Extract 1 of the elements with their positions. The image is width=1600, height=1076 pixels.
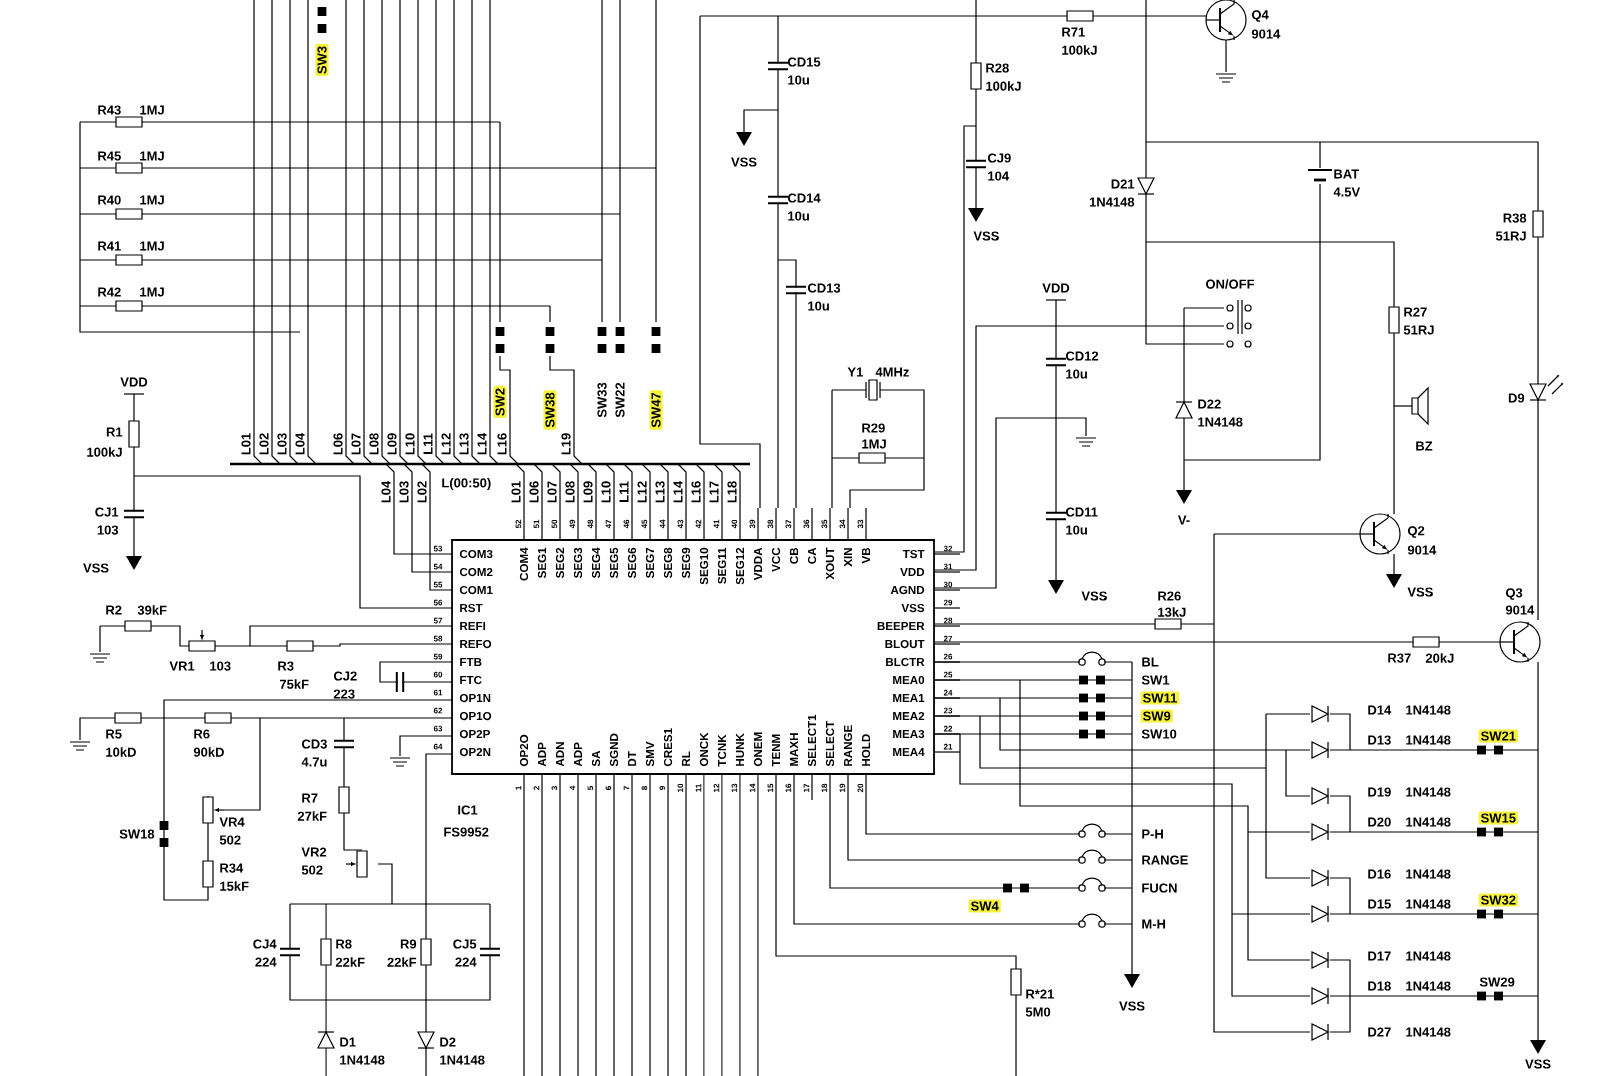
ic-chip xyxy=(444,539,935,837)
